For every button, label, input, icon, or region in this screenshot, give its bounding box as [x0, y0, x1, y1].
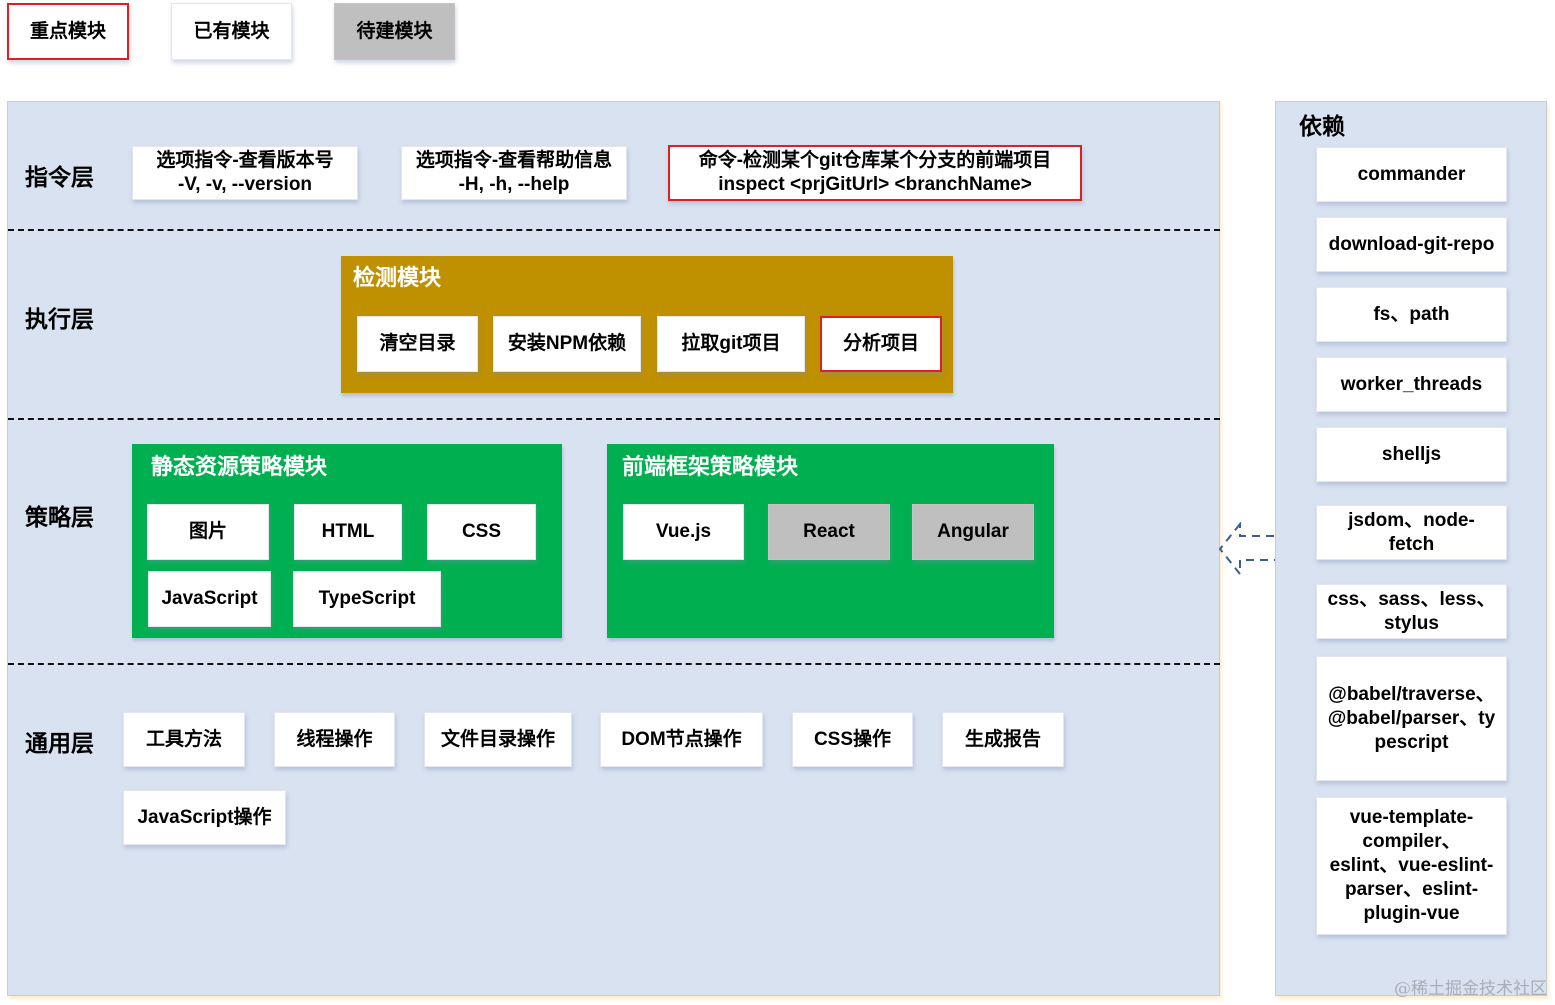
static-module-title: 静态资源策略模块	[151, 454, 328, 479]
strategy-vuejs: Vue.js	[623, 504, 744, 560]
exec-pull-git-project: 拉取git项目	[657, 316, 805, 372]
exec-clear-directory: 清空目录	[357, 316, 478, 372]
legend-key-module: 重点模块	[7, 3, 129, 60]
dependency-shelljs: shelljs	[1316, 427, 1507, 482]
watermark: @稀土掘金技术社区	[1394, 979, 1547, 999]
common-css-operations: CSS操作	[792, 712, 913, 767]
command-help-title: 选项指令-查看帮助信息	[415, 150, 613, 171]
strategy-css: CSS	[427, 504, 536, 560]
command-version-flags: -V, -v, --version	[177, 174, 313, 195]
layer-label-command: 指令层	[25, 164, 94, 190]
layer-label-execution: 执行层	[25, 306, 94, 332]
dependency-jsdom-node-fetch: jsdom、node-fetch	[1316, 505, 1507, 560]
strategy-angular: Angular	[912, 504, 1034, 560]
layer-divider	[8, 229, 1220, 231]
exec-install-npm-deps: 安装NPM依赖	[493, 316, 641, 372]
strategy-javascript: JavaScript	[148, 571, 271, 627]
strategy-react: React	[768, 504, 890, 560]
command-version-title: 选项指令-查看版本号	[156, 150, 334, 171]
legend-existing-module: 已有模块	[171, 3, 292, 60]
command-inspect-usage: inspect <prjGitUrl> <branchName>	[718, 174, 1032, 195]
dependency-vue-eslint: vue-template-compiler、eslint、vue-eslint-…	[1316, 797, 1507, 935]
dependency-commander: commander	[1316, 147, 1507, 202]
command-help-option: 选项指令-查看帮助信息 -H, -h, --help	[401, 146, 627, 200]
common-utility-methods: 工具方法	[123, 712, 245, 767]
dependency-download-git-repo: download-git-repo	[1316, 217, 1507, 272]
dashed-left-arrow-icon	[1218, 522, 1277, 576]
detection-module-title: 检测模块	[353, 265, 442, 290]
common-dom-node-operations: DOM节点操作	[600, 712, 763, 767]
strategy-html: HTML	[294, 504, 402, 560]
common-thread-operations: 线程操作	[274, 712, 395, 767]
exec-analyze-project: 分析项目	[820, 316, 942, 372]
common-file-directory-operations: 文件目录操作	[424, 712, 572, 767]
strategy-typescript: TypeScript	[293, 571, 441, 627]
dependency-fs-path: fs、path	[1316, 287, 1507, 342]
legend-todo-module: 待建模块	[334, 3, 455, 60]
dependency-babel-typescript: @babel/traverse、@babel/parser、typescript	[1316, 656, 1507, 781]
layer-label-strategy: 策略层	[25, 504, 94, 530]
layer-label-common: 通用层	[25, 730, 94, 756]
common-javascript-operations: JavaScript操作	[123, 790, 286, 845]
command-version-option: 选项指令-查看版本号 -V, -v, --version	[132, 146, 358, 200]
strategy-image: 图片	[147, 504, 269, 560]
command-inspect: 命令-检测某个git仓库某个分支的前端项目 inspect <prjGitUrl…	[668, 145, 1082, 201]
layer-divider	[8, 663, 1220, 665]
command-help-flags: -H, -h, --help	[458, 174, 570, 195]
dependency-css-preprocessors: css、sass、less、stylus	[1316, 584, 1507, 639]
common-generate-report: 生成报告	[942, 712, 1064, 767]
command-inspect-title: 命令-检测某个git仓库某个分支的前端项目	[698, 150, 1052, 171]
dependency-worker-threads: worker_threads	[1316, 357, 1507, 412]
layer-divider	[8, 418, 1220, 420]
framework-module-title: 前端框架策略模块	[622, 454, 799, 479]
dependencies-title: 依赖	[1299, 113, 1345, 139]
